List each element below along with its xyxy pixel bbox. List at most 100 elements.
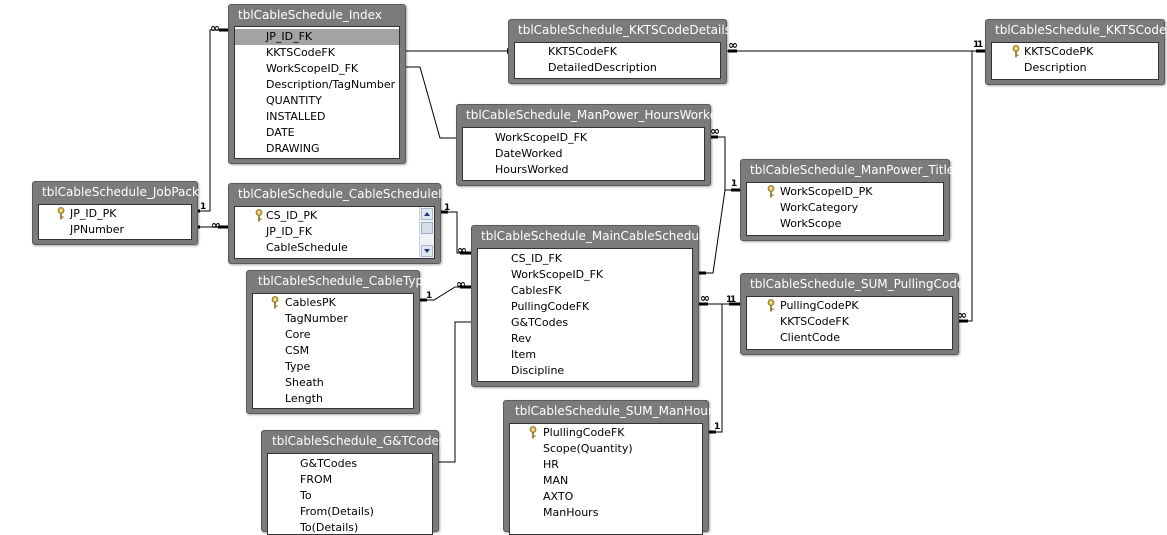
key-icon [1012,45,1020,58]
field-row[interactable]: Description/TagNumber [266,78,396,91]
table-gt-codes[interactable]: tblCableSchedule_G&TCodes G&TCodes FROM … [261,430,445,535]
field-row[interactable]: CS_ID_PK [266,209,318,222]
field-row[interactable]: JP_ID_PK [70,207,117,220]
key-icon [271,296,279,309]
field-row[interactable]: G&TCodes [511,316,569,329]
card-main-cabletype-many: ∞ [456,277,466,291]
scrollbar-thumb[interactable] [421,222,433,234]
scroll-up-button[interactable] [421,208,433,220]
table-manpower-hours-worked[interactable]: tblCableSchedule_ManPower_HoursWorked Wo… [456,104,725,186]
table-title: tblCableSchedule_ManPower_Titles [750,163,961,177]
table-fields: G&TCodes FROM To From(Details) To(Detail… [267,453,433,535]
card-hours-many: ∞ [710,124,720,138]
table-cable-schedule-id[interactable]: tblCableSchedule_CableScheduleID CS_ID_P… [228,183,451,264]
field-row[interactable]: CablesFK [511,284,562,297]
field-row[interactable]: WorkScopeID_FK [495,131,588,144]
arrow-up-icon [424,212,430,216]
rel-gtcodes-main [437,321,471,463]
field-row[interactable]: INSTALLED [266,110,326,123]
field-row[interactable]: PullingCodePK [780,299,859,312]
field-row[interactable]: To(Details) [300,521,359,534]
table-kkts-code-details[interactable]: tblCableSchedule_KKTSCodeDetails KKTSCod… [508,19,731,84]
arrow-down-icon [424,249,430,253]
table-kkts-codes[interactable]: tblCableSchedule_KKTSCodes KKTSCodePK De… [985,19,1167,85]
field-row[interactable]: CS_ID_FK [511,252,562,265]
table-jobpack[interactable]: tblCableSchedule_JobPack JP_ID_PK JPNumb… [32,181,199,245]
field-row[interactable]: WorkScope [780,217,842,230]
field-row[interactable]: DRAWING [266,142,320,155]
field-row[interactable]: KKTSCodePK [1024,45,1094,58]
field-row[interactable]: CablesPK [285,296,336,309]
table-fields: CS_ID_FK WorkScopeID_FK CablesFK Pulling… [477,248,693,382]
field-row[interactable]: HoursWorked [495,163,569,176]
field-row[interactable]: TagNumber [285,312,348,325]
field-row[interactable]: ClientCode [780,331,841,344]
table-cable-type[interactable]: tblCableSchedule_CableType CablesPK TagN… [246,270,431,414]
key-icon [529,426,537,439]
field-row[interactable]: WorkScopeID_FK [266,62,359,75]
field-row[interactable]: G&TCodes [300,457,358,470]
card-kktscodes-one-b: 1 [977,40,984,50]
field-row[interactable]: From(Details) [300,505,374,518]
field-row[interactable]: PullingCodeFK [511,300,590,313]
field-row[interactable]: KKTSCodeFK [266,46,335,59]
field-row[interactable]: Rev [511,332,532,345]
table-title: tblCableSchedule_KKTSCodes [995,23,1167,37]
field-row[interactable]: CSM [285,344,310,357]
field-row[interactable]: FROM [300,473,333,486]
table-fields: PlullingCodeFK Scope(Quantity) HR MAN AX… [509,423,703,535]
card-jobpack-index-many: ∞ [210,21,220,35]
table-fields: JP_ID_PK JPNumber [38,204,192,240]
table-main-cable-schedule[interactable]: tblCableSchedule_MainCableSchedule CS_ID… [471,225,710,387]
table-fields: CS_ID_PK JP_ID_FK CableSchedule [234,206,435,259]
card-main-csid-many: ∞ [457,243,467,257]
field-row[interactable]: ManHours [543,506,599,519]
field-row[interactable]: WorkCategory [780,201,859,214]
table-index[interactable]: tblCableSchedule_Index JP_ID_FK KKTSCode… [228,4,406,164]
field-row[interactable]: Scope(Quantity) [543,442,633,455]
vertical-scrollbar[interactable] [419,207,434,258]
key-icon [767,299,775,312]
card-csid-one: 1 [444,203,451,213]
field-row[interactable]: KKTSCodeFK [548,45,617,58]
field-row[interactable]: DateWorked [495,147,563,160]
field-row[interactable]: DATE [266,126,295,139]
field-row[interactable]: JP_ID_FK [235,29,399,45]
field-row[interactable]: JP_ID_FK [266,225,313,238]
field-row[interactable]: AXTO [543,490,574,503]
field-row[interactable]: KKTSCodeFK [780,315,849,328]
field-row[interactable]: WorkScopeID_PK [780,185,873,198]
table-title: tblCableSchedule_Index [238,8,382,22]
table-title: tblCableSchedule_KKTSCodeDetails [518,23,731,37]
field-row[interactable]: Sheath [285,376,324,389]
scroll-down-button[interactable] [421,245,433,257]
table-fields: KKTSCodePK Description [991,42,1159,80]
field-row[interactable]: Item [511,348,537,361]
table-fields: PullingCodePK KKTSCodeFK ClientCode [746,296,953,350]
field-row[interactable]: Type [285,360,311,373]
field-row[interactable]: JPNumber [70,223,125,236]
card-pulling-kkts-many: ∞ [957,308,967,322]
field-row[interactable]: QUANTITY [266,94,322,107]
table-sum-man-hours[interactable]: tblCableSchedule_SUM_ManHours PlullingCo… [503,400,719,535]
field-row[interactable]: PlullingCodeFK [543,426,625,439]
table-title: tblCableSchedule_CableType [258,274,431,288]
card-pulling-one-a: 1 [726,295,733,305]
table-title: tblCableSchedule_ManPower_HoursWorked [466,108,725,122]
table-manpower-titles[interactable]: tblCableSchedule_ManPower_Titles WorkSco… [740,159,960,241]
field-row[interactable]: Description [1024,61,1087,74]
field-row[interactable]: MAN [543,474,569,487]
table-sum-pulling-codes[interactable]: tblCableSchedule_SUM_PullingCodes Pullin… [740,273,970,355]
field-row[interactable]: CableSchedule [266,241,348,254]
field-row[interactable]: Core [285,328,311,341]
card-jobpack-index-one: 1 [200,202,207,212]
field-row[interactable]: Discipline [511,364,565,377]
key-icon [767,185,775,198]
field-row[interactable]: HR [543,458,559,471]
table-fields: WorkScopeID_PK WorkCategory WorkScope [746,182,944,236]
field-row[interactable]: To [300,489,312,502]
field-row[interactable]: DetailedDescription [548,61,657,74]
field-row[interactable]: WorkScopeID_FK [511,268,604,281]
field-row[interactable]: Length [285,392,323,405]
